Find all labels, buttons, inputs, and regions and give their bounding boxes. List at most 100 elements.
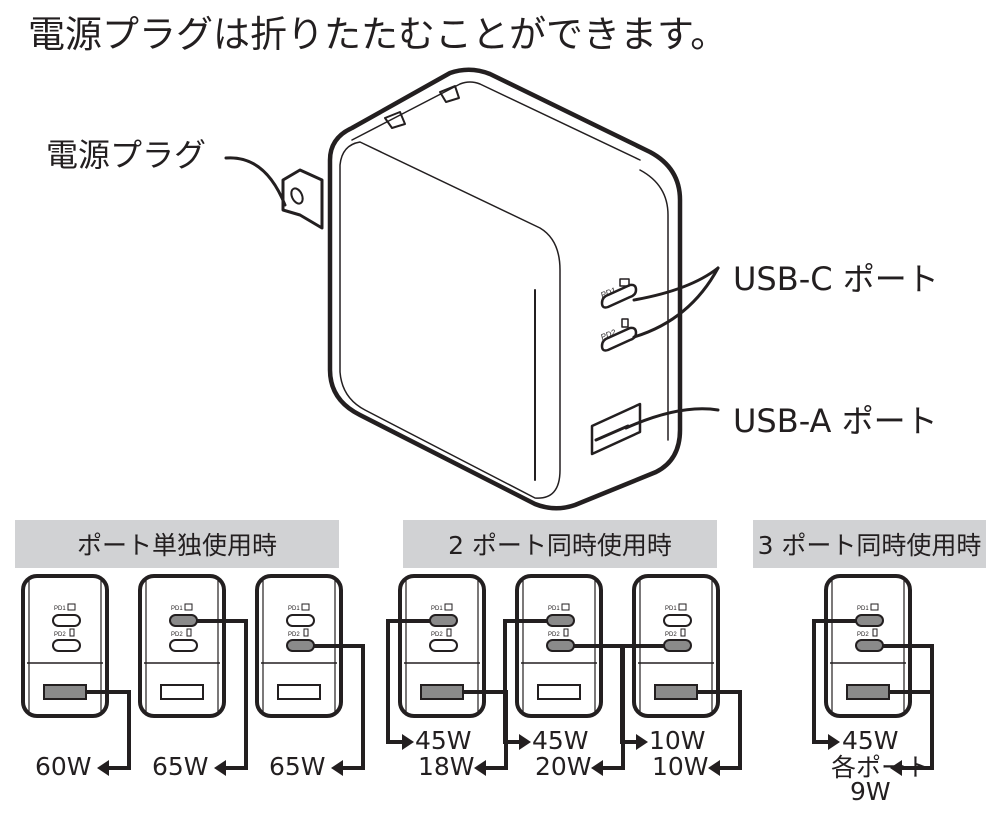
output-line xyxy=(812,619,856,744)
pd2-label: PD2 xyxy=(548,632,560,638)
usb-c-port-pd1 xyxy=(663,614,692,627)
usb-a-port xyxy=(43,684,87,700)
usb-a-port xyxy=(420,684,464,700)
usb-a-leader-line xyxy=(624,407,720,430)
pd1-label: PD1 xyxy=(431,606,443,612)
arrow-left-icon xyxy=(97,760,109,776)
pd1-label: PD1 xyxy=(171,606,183,612)
wattage-label: 45W xyxy=(415,726,472,755)
usb-c-port-pd2 xyxy=(169,639,198,652)
pd1-label: PD1 xyxy=(288,606,300,612)
usb-c-port-pd1 xyxy=(286,614,315,627)
pd2-indicator-icon xyxy=(69,628,75,637)
usb-c-port-pd1 xyxy=(169,614,198,627)
pd1-label: PD1 xyxy=(54,606,66,612)
pd2-label: PD2 xyxy=(54,632,66,638)
usb-a-port xyxy=(846,684,890,700)
pd1-indicator-icon xyxy=(301,603,310,611)
output-line xyxy=(503,619,547,744)
usb-c-port-pd1 xyxy=(546,614,575,627)
callout-usb-c-port: USB-C ポート xyxy=(733,260,939,298)
usb-c-port-pd2 xyxy=(52,639,81,652)
plug-leader-line xyxy=(224,156,287,207)
output-line xyxy=(386,619,430,744)
pd2-indicator-icon xyxy=(872,628,878,637)
pd2-label: PD2 xyxy=(665,632,677,638)
each-port-label: 各ポート xyxy=(831,753,932,782)
arrow-left-icon xyxy=(591,760,603,776)
usb-c-leader-line-1 xyxy=(632,266,720,302)
arrow-right-icon xyxy=(636,734,648,750)
wattage-label: 65W xyxy=(269,752,326,781)
usb-c-port-pd2 xyxy=(429,639,458,652)
section-header-single-port: ポート単独使用時 xyxy=(15,520,339,568)
usb-a-port xyxy=(160,684,204,700)
pd1-label: PD1 xyxy=(665,606,677,612)
pd1-indicator-icon xyxy=(561,603,570,611)
wattage-label: 60W xyxy=(35,752,92,781)
pd1-indicator-icon xyxy=(444,603,453,611)
usb-a-port xyxy=(277,684,321,700)
usb-c-port-pd1 xyxy=(429,614,458,627)
pd2-label: PD2 xyxy=(288,632,300,638)
usb-a-port xyxy=(590,402,642,456)
arrow-right-icon xyxy=(402,734,414,750)
usb-c-port-pd2 xyxy=(855,639,884,652)
pd2-indicator-icon xyxy=(446,628,452,637)
wattage-label: 45W xyxy=(532,726,589,755)
charger-front-face xyxy=(339,141,561,499)
pd2-indicator-icon xyxy=(563,628,569,637)
pd2-label: PD2 xyxy=(431,632,443,638)
usb-a-port xyxy=(654,684,698,700)
output-line xyxy=(197,619,248,770)
pd2-label: PD2 xyxy=(171,632,183,638)
output-line xyxy=(86,690,131,770)
pd1-indicator-icon xyxy=(184,603,193,611)
usb-c-port-pd2 xyxy=(546,639,575,652)
pd1-indicator-icon xyxy=(67,603,76,611)
callout-power-plug: 電源プラグ xyxy=(46,136,207,174)
arrow-left-icon xyxy=(890,760,902,776)
wattage-label: 45W xyxy=(842,726,899,755)
arrow-left-icon xyxy=(331,760,343,776)
pd1-indicator-icon xyxy=(870,603,879,611)
callout-usb-a-port: USB-A ポート xyxy=(733,402,938,440)
pd2-label: PD2 xyxy=(857,632,869,638)
pd1-label: PD1 xyxy=(857,606,869,612)
pd2-indicator-icon xyxy=(186,628,192,637)
usb-c-port-pd2 xyxy=(600,318,638,352)
section-header-three-ports: 3 ポート同時使用時 xyxy=(753,520,986,568)
wattage-label: 10W xyxy=(652,752,709,781)
output-line xyxy=(620,644,664,744)
wattage-label: 65W xyxy=(152,752,209,781)
headline: 電源プラグは折りたたむことができます。 xyxy=(28,13,728,56)
arrow-left-icon xyxy=(708,760,720,776)
wattage-label: 9W xyxy=(850,777,891,806)
output-line xyxy=(697,690,742,770)
arrow-right-icon xyxy=(828,734,840,750)
pd2-indicator-icon xyxy=(303,628,309,637)
output-line xyxy=(883,644,934,770)
arrow-left-icon xyxy=(214,760,226,776)
usb-c-port-pd2 xyxy=(663,639,692,652)
arrow-right-icon xyxy=(519,734,531,750)
power-plug-blade xyxy=(281,168,324,230)
section-header-two-ports: 2 ポート同時使用時 xyxy=(403,520,717,568)
usb-c-port-pd2 xyxy=(286,639,315,652)
charger-body xyxy=(327,67,683,511)
arrow-left-icon xyxy=(474,760,486,776)
pd1-label: PD1 xyxy=(548,606,560,612)
usb-a-port xyxy=(537,684,581,700)
usb-c-port-pd1 xyxy=(600,278,638,309)
usb-c-port-pd1 xyxy=(52,614,81,627)
wattage-label: 20W xyxy=(535,752,592,781)
usb-c-port-pd1 xyxy=(855,614,884,627)
usb-c-leader-line-2 xyxy=(632,266,720,339)
wattage-label: 18W xyxy=(418,752,475,781)
pd2-indicator-icon xyxy=(680,628,686,637)
output-line xyxy=(314,644,365,770)
wattage-label: 10W xyxy=(649,726,706,755)
pd1-indicator-icon xyxy=(678,603,687,611)
